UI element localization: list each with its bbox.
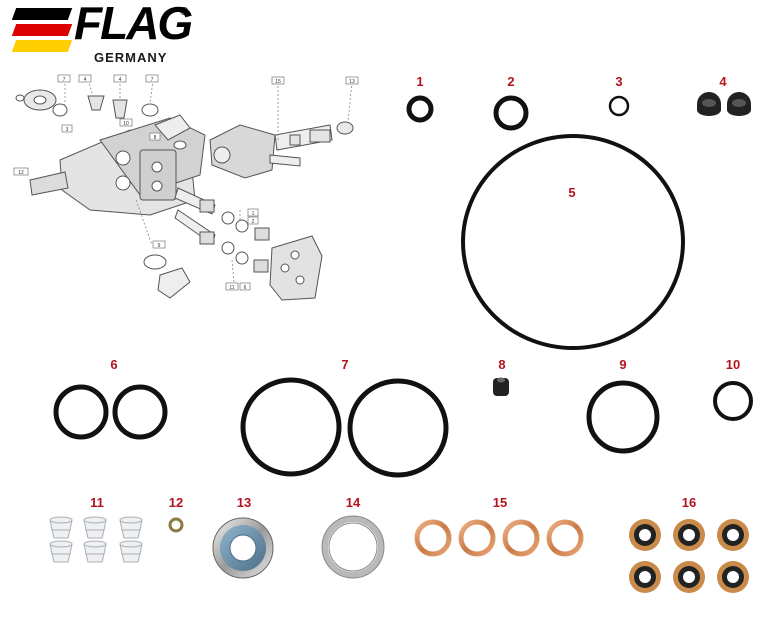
pump-end-block <box>139 149 177 201</box>
part-13-shaft-seal <box>212 517 274 579</box>
callout-3: 3 <box>61 124 73 133</box>
callout-4a: 4 <box>78 74 92 83</box>
part-6-o-rings <box>53 384 168 440</box>
part-label-12: 12 <box>168 495 184 510</box>
part-2-o-ring <box>493 95 529 131</box>
callout-7b: 7 <box>145 74 159 83</box>
part-4-rubber-caps <box>697 92 751 116</box>
part-14-metal-gasket <box>321 515 385 579</box>
callout-9: 9 <box>152 240 166 249</box>
svg-text:9: 9 <box>158 243 161 249</box>
svg-text:15: 15 <box>275 79 281 85</box>
part-7-large-o-rings <box>240 377 449 478</box>
part-5-large-o-ring <box>461 134 685 350</box>
svg-text:7: 7 <box>63 77 66 83</box>
drive-shaft <box>29 171 69 196</box>
svg-text:4: 4 <box>84 77 87 83</box>
svg-text:13: 13 <box>349 79 355 85</box>
flag-logo: FLAG ® GERMANY <box>11 0 194 68</box>
callout-15: 15 <box>271 76 285 85</box>
part-label-7: 7 <box>341 357 349 372</box>
pump-flange <box>269 235 323 301</box>
svg-text:6: 6 <box>244 285 247 291</box>
svg-text:12: 12 <box>18 170 24 176</box>
registered-mark: ® <box>180 6 189 18</box>
part-label-6: 6 <box>110 357 118 372</box>
part-label-2: 2 <box>507 74 515 89</box>
part-label-11: 11 <box>90 495 104 510</box>
callout-7a: 7 <box>57 74 71 83</box>
part-16-copper-rubber-washers <box>629 519 749 593</box>
part-8-bushing <box>493 377 509 396</box>
callout-1: 1 <box>247 208 259 217</box>
callout-12: 12 <box>13 167 29 176</box>
callout-13: 13 <box>345 76 359 85</box>
svg-text:4: 4 <box>119 77 122 83</box>
part-12-washer <box>168 517 184 533</box>
part-3-o-ring <box>608 95 630 117</box>
part-label-8: 8 <box>498 357 506 372</box>
part-15-copper-washers <box>414 519 584 557</box>
logo-country: GERMANY <box>94 50 168 65</box>
part-label-1: 1 <box>416 74 424 89</box>
part-9-square-ring <box>586 380 660 454</box>
part-label-15: 15 <box>492 495 508 510</box>
part-label-10: 10 <box>725 357 741 372</box>
svg-text:2: 2 <box>252 219 255 225</box>
svg-text:10: 10 <box>123 121 129 127</box>
part-11-plastic-caps <box>49 516 143 563</box>
callout-2: 2 <box>247 216 259 225</box>
pump-right-unit <box>209 124 276 179</box>
svg-text:7: 7 <box>151 77 154 83</box>
callout-8: 8 <box>149 132 161 141</box>
svg-text:1: 1 <box>252 211 255 217</box>
part-label-5: 5 <box>568 185 576 200</box>
part-label-16: 16 <box>681 495 697 510</box>
part-label-3: 3 <box>615 74 623 89</box>
part-10-o-ring <box>713 381 753 421</box>
part-label-13: 13 <box>236 495 252 510</box>
svg-text:8: 8 <box>154 135 157 141</box>
callout-10: 10 <box>119 118 133 127</box>
callout-11: 11 <box>225 282 239 291</box>
part-label-9: 9 <box>619 357 627 372</box>
part-label-4: 4 <box>719 74 727 89</box>
callout-6: 6 <box>239 282 251 291</box>
part-1-o-ring <box>406 95 434 123</box>
callout-4b: 4 <box>113 74 127 83</box>
svg-text:3: 3 <box>66 127 69 133</box>
part-label-14: 14 <box>345 495 361 510</box>
logo-wordmark: FLAG <box>74 0 193 49</box>
svg-text:11: 11 <box>229 285 234 291</box>
